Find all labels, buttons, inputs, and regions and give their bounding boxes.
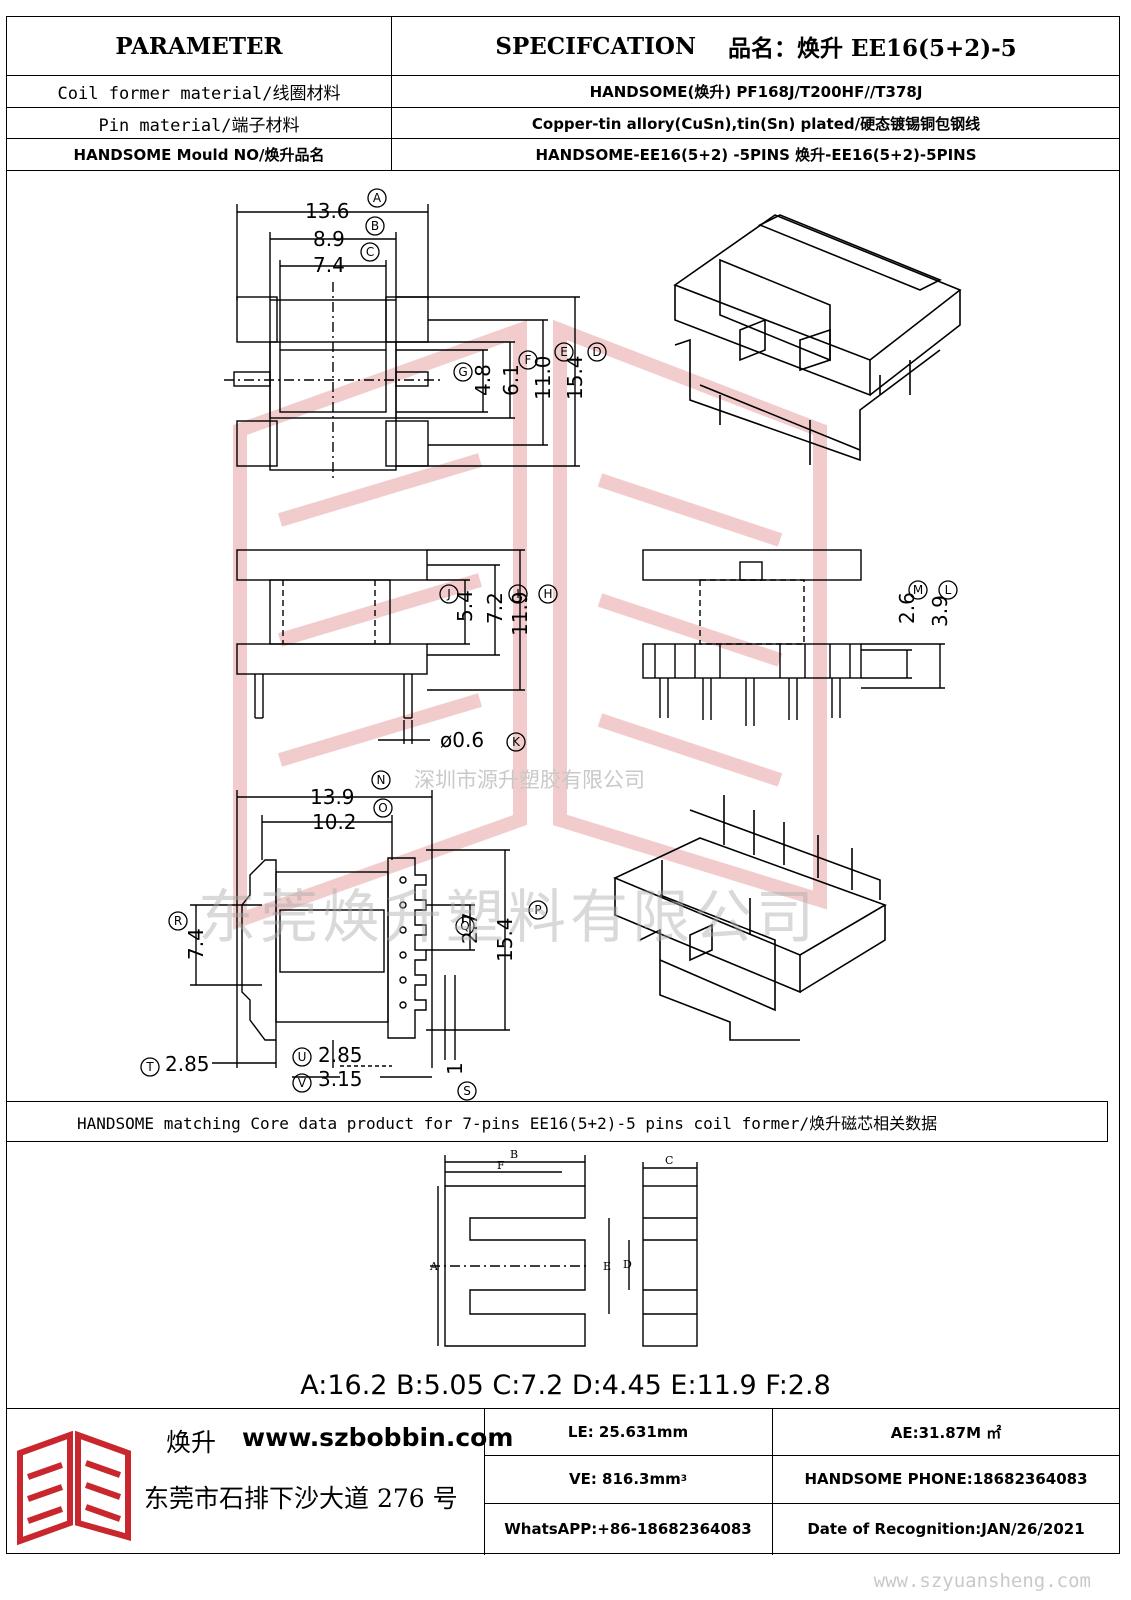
- isometric-view-top: [673, 214, 962, 465]
- le-value: LE: 25.631mm: [567, 1423, 689, 1441]
- dim-m-value: 2.6: [895, 592, 919, 624]
- pin-material-label: Pin material/端子材料: [98, 115, 300, 136]
- spec-sheet: PARAMETER SPECIFCATION 品名：焕升 EE16(5+2)-5…: [6, 16, 1120, 1554]
- company-website[interactable]: www.szbobbin.com: [242, 1423, 514, 1452]
- footer-hline-1: [484, 1455, 1120, 1456]
- footer: 焕升 www.szbobbin.com 东莞市石排下沙大道 276 号 LE: …: [6, 1408, 1120, 1555]
- callout-o: O: [378, 801, 387, 815]
- core-letter-b: B: [510, 1148, 518, 1161]
- core-dimensions: A:16.2 B:5.05 C:7.2 D:4.45 E:11.9 F:2.8: [300, 1370, 831, 1401]
- dim-u-value: 2.85: [318, 1043, 363, 1067]
- callout-n: N: [377, 773, 386, 787]
- dongguan-watermark: 东莞焕升塑料有限公司: [198, 883, 819, 951]
- pin-material-row: Pin material/端子材料 Copper-tin allory(CuSn…: [7, 108, 1119, 139]
- ve-superscript: 3: [680, 1474, 688, 1484]
- callout-v: V: [298, 1076, 307, 1090]
- shenzhen-watermark: 深圳市源升塑胶有限公司: [414, 768, 645, 792]
- dim-g-value: 4.8: [471, 364, 495, 396]
- dim-h-value: 11.9: [508, 591, 532, 636]
- isometric-view-bottom: [613, 795, 887, 1041]
- dim-r-value: 7.4: [184, 928, 208, 960]
- callout-q: Q: [460, 919, 469, 933]
- technical-drawing: 13.6 8.9 7.4 15.4 11.0 6.1 4.8 11.9 7.2 …: [140, 188, 962, 1347]
- top-view: [224, 204, 580, 480]
- core-letter-c: C: [665, 1154, 673, 1167]
- callout-l: L: [945, 583, 952, 597]
- footer-hline-2: [484, 1503, 1120, 1504]
- core-drawing: [430, 1155, 698, 1347]
- callout-letters: A B C D E F G H I J K L M N O P Q R S T …: [140, 188, 958, 1101]
- phone-value: HANDSOME PHONE:18682364083: [804, 1470, 1088, 1488]
- dim-p-value: 15.4: [493, 917, 517, 962]
- dim-i-value: 7.2: [483, 592, 507, 624]
- ve-text: VE: 816.3mm: [568, 1470, 681, 1488]
- callout-r: R: [174, 914, 182, 928]
- dim-k-value: ø0.6: [440, 728, 484, 752]
- side-view: [236, 549, 525, 744]
- callout-f: F: [525, 353, 532, 367]
- footer-divider-1: [484, 1409, 485, 1555]
- dim-f-value: 6.1: [499, 364, 523, 396]
- specification-label: SPECIFCATION: [495, 32, 696, 60]
- whatsapp-value: WhatsAPP:+86-18682364083: [504, 1520, 752, 1538]
- company-logo: [17, 1430, 131, 1546]
- mould-no-value: HANDSOME-EE16(5+2) -5PINS 焕升-EE16(5+2)-5…: [535, 146, 977, 164]
- logo-watermark: [233, 319, 827, 930]
- date-value: Date of Recognition:JAN/26/2021: [807, 1520, 1085, 1538]
- dim-l-value: 3.9: [928, 595, 952, 627]
- core-letter-f: F: [497, 1159, 505, 1172]
- dim-c-value: 7.4: [313, 253, 345, 277]
- bottom-view: [190, 790, 510, 1078]
- dim-j-value: 5.4: [453, 590, 477, 622]
- callout-g: G: [458, 365, 467, 379]
- callout-b: B: [371, 219, 379, 233]
- callout-p: P: [534, 903, 541, 917]
- website-watermark: www.szyuansheng.com: [873, 1570, 1091, 1592]
- core-letter-d: D: [623, 1258, 632, 1271]
- coil-material-label: Coil former material/线圈材料: [57, 84, 341, 104]
- dim-a-value: 13.6: [305, 199, 350, 223]
- coil-material-row: Coil former material/线圈材料 HANDSOME(焕升) P…: [7, 76, 1119, 108]
- callout-a: A: [373, 191, 382, 205]
- product-name: 品名：焕升 EE16(5+2)-5: [727, 35, 1017, 62]
- dim-d-value: 15.4: [563, 355, 587, 400]
- footer-divider-2: [772, 1409, 773, 1555]
- callout-d: D: [592, 345, 601, 359]
- brand-name: 焕升: [166, 1428, 217, 1457]
- dim-v-value: 3.15: [318, 1067, 363, 1091]
- callout-t: T: [145, 1060, 154, 1074]
- ae-value: AE:31.87M ㎡: [890, 1423, 1002, 1442]
- dim-t-value: 2.85: [165, 1052, 210, 1076]
- company-address: 东莞市石排下沙大道 276 号: [144, 1484, 458, 1513]
- dim-s-value: 1: [443, 1062, 467, 1075]
- front-view: [642, 549, 945, 726]
- pin-material-value: Copper-tin allory(CuSn),tin(Sn) plated/硬…: [531, 114, 981, 133]
- callout-k: K: [512, 735, 521, 749]
- header-divider: [391, 17, 392, 171]
- core-letters: B F A E D C: [429, 1148, 673, 1273]
- callout-e: E: [560, 345, 568, 359]
- callout-c: C: [366, 245, 374, 259]
- callout-m: M: [913, 583, 923, 597]
- coil-material-value: HANDSOME(焕升) PF168J/T200HF//T378J: [589, 83, 923, 101]
- dim-n-value: 13.9: [310, 785, 355, 809]
- callout-j: J: [446, 587, 451, 601]
- specification-heading: SPECIFCATION 品名：焕升 EE16(5+2)-5: [391, 17, 1121, 75]
- mould-no-row: HANDSOME Mould NO/焕升品名 HANDSOME-EE16(5+2…: [7, 139, 1119, 171]
- dimension-labels: 13.6 8.9 7.4 15.4 11.0 6.1 4.8 11.9 7.2 …: [165, 199, 952, 1091]
- parameter-heading: PARAMETER: [115, 32, 283, 60]
- callout-s: S: [463, 1084, 471, 1098]
- header-row: PARAMETER SPECIFCATION 品名：焕升 EE16(5+2)-5: [7, 17, 1119, 76]
- dim-e-value: 11.0: [531, 355, 555, 400]
- core-letter-e: E: [603, 1260, 611, 1273]
- callout-h: H: [543, 587, 552, 601]
- callout-i: I: [516, 587, 520, 601]
- core-letter-a: A: [429, 1260, 439, 1273]
- dim-o-value: 10.2: [312, 810, 357, 834]
- dim-b-value: 8.9: [313, 227, 345, 251]
- core-section-title: HANDSOME matching Core data product for …: [6, 1101, 1108, 1142]
- mould-no-label: HANDSOME Mould NO/焕升品名: [73, 146, 325, 164]
- callout-u: U: [298, 1050, 307, 1064]
